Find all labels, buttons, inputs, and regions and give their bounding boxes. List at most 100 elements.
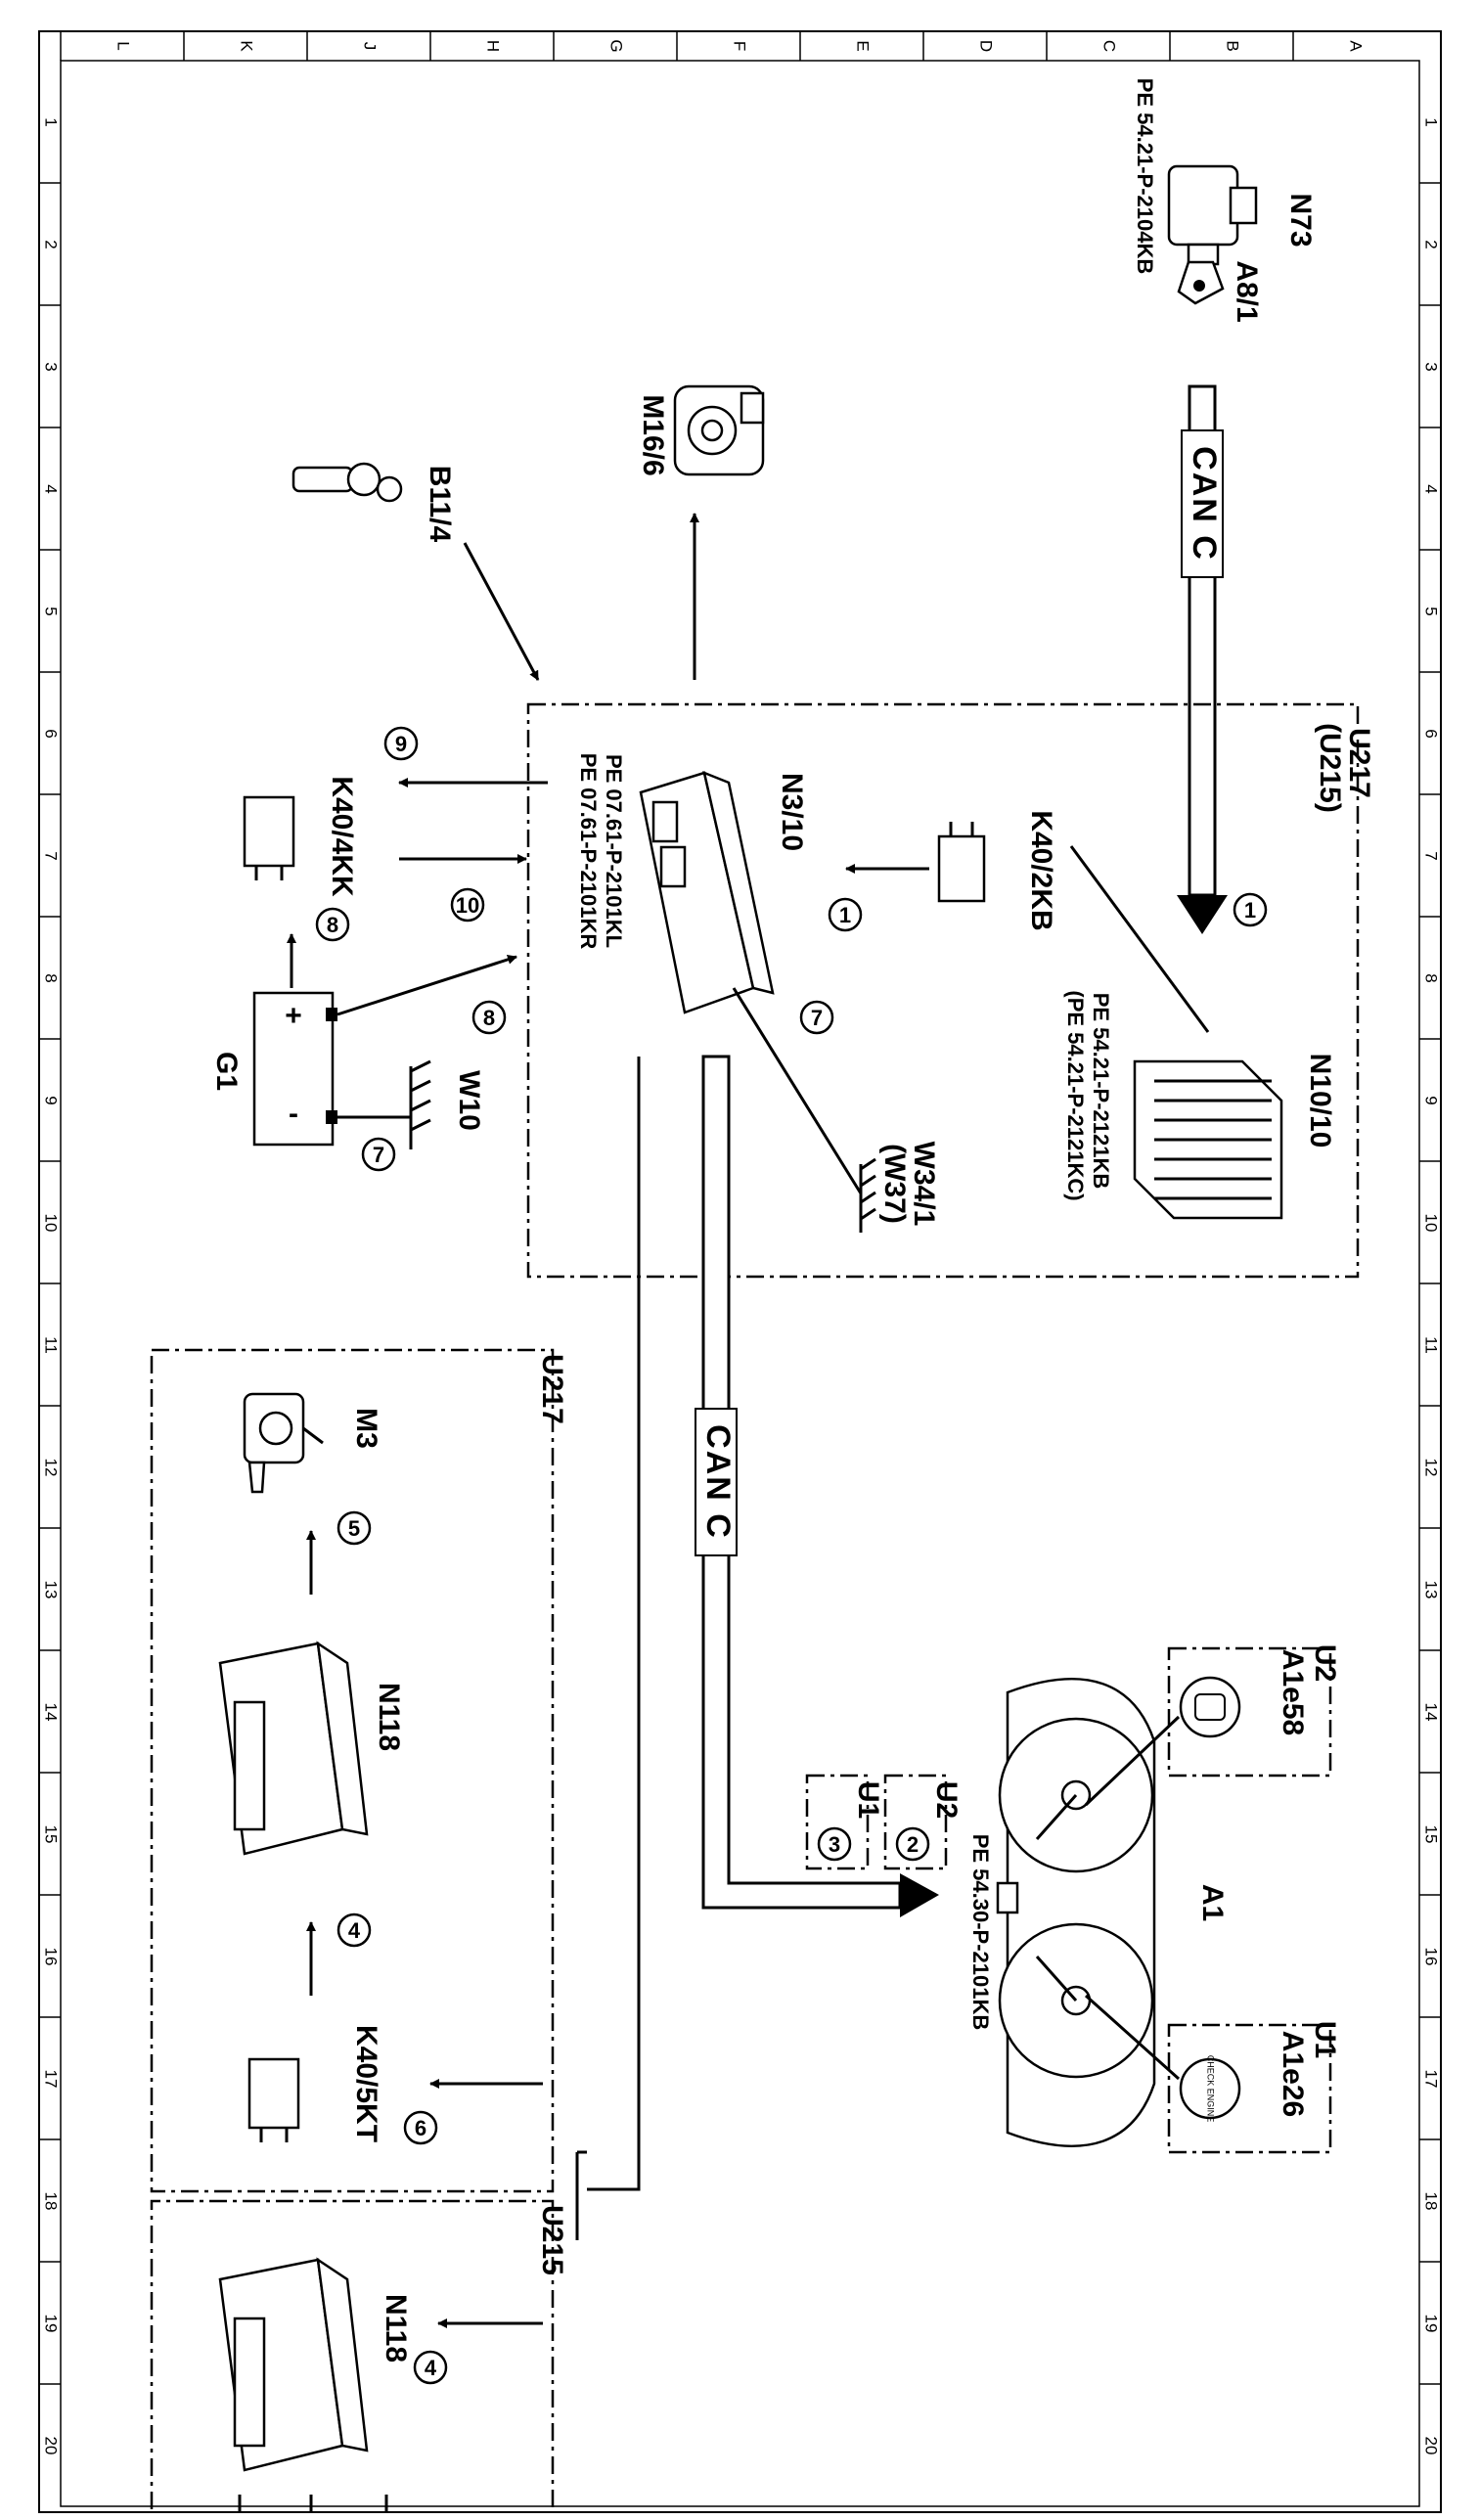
region-u217-lower	[150, 1348, 555, 2193]
bottom-ticks	[238, 2495, 388, 2512]
label-w10: W10	[453, 1070, 485, 1131]
col-label: H	[484, 40, 503, 52]
column-ruler: L K J H G F E D C B A	[60, 31, 1366, 61]
col-label: D	[977, 40, 996, 52]
label-m16-6: M16/6	[637, 394, 669, 475]
wire-8b-arrow	[336, 955, 517, 1016]
col-label: G	[607, 39, 626, 52]
sam-module-n10-10	[1133, 1059, 1283, 1220]
wire-k40-n10	[1069, 845, 1210, 1033]
label-w37: (W37)	[878, 1144, 911, 1224]
label-b11-4: B11/4	[424, 466, 456, 543]
row-label: 16	[1422, 1948, 1441, 1966]
ref-n10-a: PE 54.21-P-2121KB	[1089, 993, 1113, 1190]
label-u2: U2	[1309, 1644, 1341, 1682]
row-label: 15	[42, 1825, 61, 1844]
label-k40-2kb: K40/2KB	[1025, 810, 1057, 930]
can-label-box-top	[1181, 429, 1224, 578]
marker-1a	[1233, 892, 1268, 927]
marker-6	[403, 2110, 438, 2145]
row-label: 6	[42, 729, 61, 738]
row-label: 10	[42, 1214, 61, 1233]
row-label: 13	[1422, 1581, 1441, 1599]
row-ruler	[39, 182, 1441, 2385]
can-arrow-top	[1177, 895, 1228, 934]
col-label: J	[361, 42, 380, 51]
label-n10-10: N10/10	[1304, 1054, 1336, 1148]
marker-7b	[361, 1137, 396, 1172]
row-label: 1	[42, 117, 61, 126]
wire-a1e26	[1084, 1994, 1181, 2081]
row-label: 9	[1422, 1096, 1441, 1104]
wire-b11-arrow	[463, 542, 540, 681]
row-label: 4	[42, 484, 61, 493]
ground-w10	[409, 1059, 431, 1149]
module-n118-b	[218, 2257, 369, 2472]
label-u215-top: (U215)	[1314, 723, 1346, 813]
box-u2	[883, 1774, 948, 1870]
box-u2-label: U2	[930, 1781, 963, 1819]
marker-8a-text: 8	[327, 913, 338, 937]
row-label: 20	[42, 2437, 61, 2455]
col-label: K	[238, 40, 256, 52]
label-m3: M3	[350, 1408, 382, 1449]
row-label: 19	[42, 2315, 61, 2333]
label-a8-1: A8/1	[1231, 260, 1263, 322]
battery-plus: +	[285, 1000, 302, 1032]
col-label: B	[1224, 40, 1242, 51]
label-u1: U1	[1309, 2021, 1341, 2058]
label-n118-a: N118	[373, 1683, 405, 1751]
row-label: 14	[1422, 1703, 1441, 1722]
row-label: 18	[42, 2192, 61, 2211]
relay-k40-2kb	[937, 822, 986, 903]
region-u2	[1167, 1646, 1332, 1778]
marker-7a	[799, 1000, 834, 1035]
battery-minus: -	[289, 1098, 298, 1130]
marker-8b-text: 8	[483, 1006, 495, 1030]
row-label: 12	[1422, 1459, 1441, 1477]
lamp-a1e58-symbol	[1194, 1693, 1226, 1721]
label-a1: A1	[1196, 1884, 1229, 1921]
row-label: 7	[42, 851, 61, 860]
marker-6-text: 6	[415, 2116, 426, 2140]
row-label: 1	[1422, 117, 1441, 126]
marker-1a-text: 1	[1244, 898, 1256, 922]
ground-w34-1	[859, 1157, 876, 1233]
row-label: 6	[1422, 729, 1441, 738]
row-label: 3	[1422, 362, 1441, 371]
marker-4a	[336, 1912, 372, 1948]
row-label: 20	[1422, 2437, 1441, 2455]
label-n118-b: N118	[380, 2294, 412, 2362]
row-label: 14	[42, 1703, 61, 1722]
row-label: 3	[42, 362, 61, 371]
marker-1b	[828, 897, 863, 932]
label-k40-5kt: K40/5KT	[350, 2025, 382, 2142]
marker-9	[383, 726, 419, 761]
ref-n73: PE 54.21-P-2104KB	[1133, 78, 1157, 275]
throttle-actuator-m16-6	[673, 384, 765, 476]
lamp-a1e26	[1179, 2057, 1241, 2120]
label-n73: N73	[1284, 193, 1317, 247]
ref-n10-b: (PE 54.21-P-2121KC)	[1063, 990, 1088, 1200]
col-label: F	[731, 41, 749, 51]
marker-3	[817, 1826, 852, 1862]
label-a1e26: A1e26	[1277, 2031, 1309, 2117]
row-label: 13	[42, 1581, 61, 1599]
row-label: 5	[1422, 607, 1441, 615]
label-u215-lower: U215	[536, 2205, 568, 2275]
label-w34-1: W34/1	[908, 1142, 940, 1227]
row-labels: 1 1 2 2 3 3 4 4 5 5 6 6 7 7 8 8 9 9 10 1…	[42, 117, 1441, 2454]
coolant-sensor-b11-4	[292, 462, 403, 503]
ref-a1: PE 54.30-P-2101KB	[968, 1834, 993, 2031]
region-u1	[1167, 2023, 1332, 2154]
col-label: E	[854, 40, 873, 51]
row-label: 8	[1422, 973, 1441, 982]
module-n118-a	[218, 1641, 369, 1856]
row-label: 17	[1422, 2070, 1441, 2089]
engine-ecu-n3-10	[639, 770, 775, 1014]
col-label: C	[1100, 40, 1119, 52]
label-u217-top: U217	[1343, 728, 1375, 798]
row-label: 4	[1422, 484, 1441, 493]
row-label: 11	[1422, 1336, 1441, 1354]
